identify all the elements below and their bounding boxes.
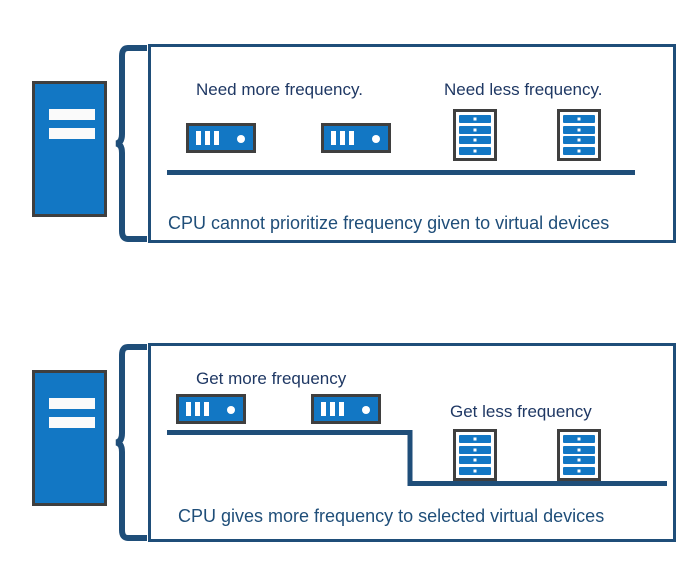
- rack-unit: [563, 445, 595, 454]
- rack-unit: [459, 456, 491, 465]
- cpu-tower-bar: [49, 128, 95, 139]
- server-slot: [205, 131, 210, 145]
- label-get-more-frequency: Get more frequency: [196, 369, 347, 388]
- rack-unit: [563, 125, 595, 134]
- virtual-device-server-icon: [186, 123, 256, 153]
- server-slot: [196, 131, 201, 145]
- frequency-level-line-step: [167, 430, 667, 490]
- cpu-tower-bar: [49, 398, 95, 409]
- rack-unit: [563, 456, 595, 465]
- frequency-level-line-flat: [167, 170, 635, 175]
- server-slot: [339, 402, 344, 416]
- rack-unit: [563, 115, 595, 123]
- rack-unit: [459, 435, 491, 443]
- cpu-tower-icon: [32, 81, 107, 217]
- server-led-icon: [372, 135, 380, 143]
- server-slot: [349, 131, 354, 145]
- cpu-tower-bar: [49, 109, 95, 120]
- server-slot: [195, 402, 200, 416]
- rack-unit: [459, 125, 491, 134]
- rack-unit: [459, 146, 491, 155]
- rack-unit: [563, 146, 595, 155]
- label-need-less-frequency: Need less frequency.: [444, 80, 603, 99]
- rack-unit: [563, 466, 595, 475]
- caption-cpu-cannot-prioritize: CPU cannot prioritize frequency given to…: [168, 213, 610, 233]
- virtual-device-server-icon: [311, 394, 381, 424]
- label-need-more-frequency: Need more frequency.: [196, 80, 363, 99]
- rack-unit: [459, 115, 491, 123]
- server-led-icon: [362, 406, 370, 414]
- virtual-device-rack-icon: [453, 109, 497, 161]
- curly-brace-icon: [114, 44, 148, 243]
- virtual-device-rack-icon: [557, 429, 601, 481]
- virtual-device-rack-icon: [453, 429, 497, 481]
- server-slot: [331, 131, 336, 145]
- server-slot: [330, 402, 335, 416]
- rack-unit: [459, 466, 491, 475]
- rack-unit: [563, 136, 595, 145]
- server-led-icon: [237, 135, 245, 143]
- cpu-tower-bar: [49, 417, 95, 428]
- virtual-device-server-icon: [321, 123, 391, 153]
- virtual-device-server-icon: [176, 394, 246, 424]
- server-slot: [321, 402, 326, 416]
- server-slot: [340, 131, 345, 145]
- server-slot: [214, 131, 219, 145]
- server-slot: [204, 402, 209, 416]
- rack-unit: [459, 136, 491, 145]
- label-get-less-frequency: Get less frequency: [450, 402, 592, 421]
- virtual-device-rack-icon: [557, 109, 601, 161]
- rack-unit: [459, 445, 491, 454]
- caption-cpu-gives-more-frequency: CPU gives more frequency to selected vir…: [178, 506, 605, 526]
- curly-brace-icon: [114, 343, 148, 542]
- server-led-icon: [227, 406, 235, 414]
- server-slot: [186, 402, 191, 416]
- cpu-tower-icon: [32, 370, 107, 506]
- rack-unit: [563, 435, 595, 443]
